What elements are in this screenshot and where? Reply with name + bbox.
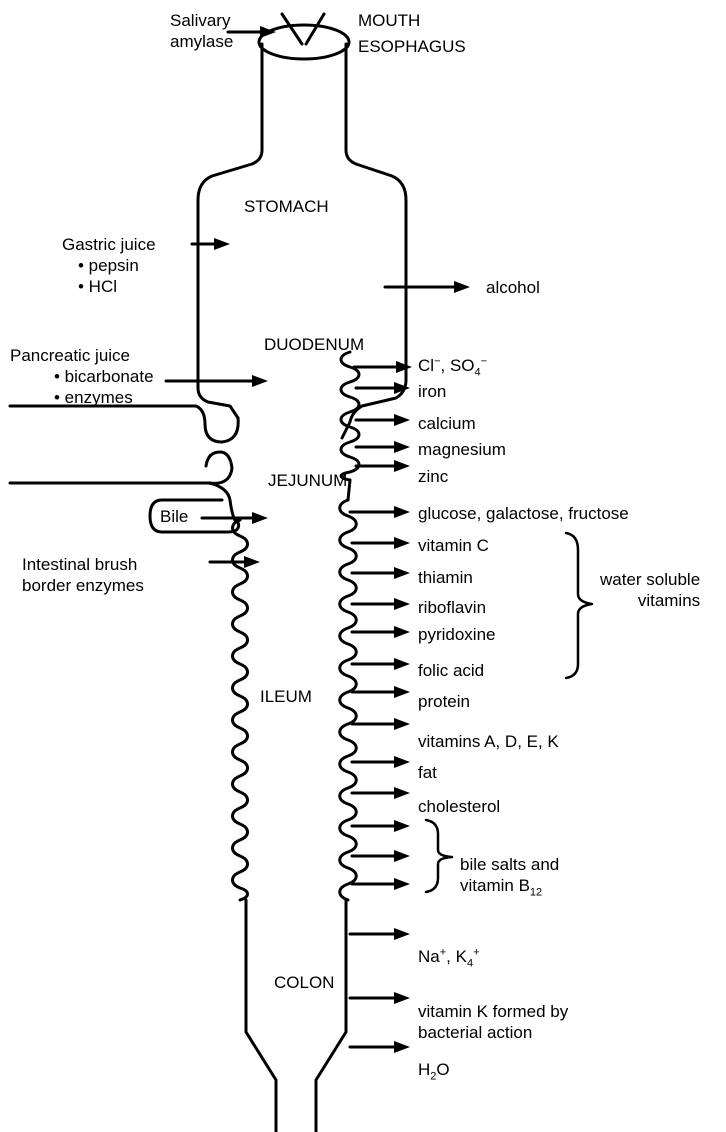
mouth-label: MOUTH bbox=[358, 11, 421, 30]
sugars-label: glucose, galactose, fructose bbox=[418, 504, 629, 523]
calcium-arrow-head bbox=[394, 414, 410, 426]
protein-label: protein bbox=[418, 692, 470, 711]
bile-salts-arrow-1-head bbox=[394, 820, 410, 832]
vitamins-adek-arrow-head bbox=[394, 718, 410, 730]
pancreas-outline bbox=[8, 404, 240, 485]
iron-label: iron bbox=[418, 382, 447, 401]
thiamin-arrow-head bbox=[394, 567, 410, 579]
pancreatic-juice-label: Pancreatic juice • bicarbonate • enzymes bbox=[10, 346, 154, 407]
vitamin-c-label: vitamin C bbox=[418, 536, 489, 555]
ileum-label: ILEUM bbox=[260, 687, 312, 706]
bile-label: Bile bbox=[160, 507, 189, 526]
colon-left-wall bbox=[244, 898, 278, 1132]
salivary-arrow-head bbox=[260, 26, 276, 38]
bile-salts-arrow-2-head bbox=[394, 850, 410, 862]
water-label: H2O bbox=[418, 1060, 450, 1083]
jejunum-label: JEJUNUM bbox=[268, 471, 348, 490]
brush-border-arrow-head bbox=[244, 556, 260, 568]
left-wall-wave bbox=[231, 518, 249, 902]
water-arrow-head bbox=[394, 1041, 410, 1053]
esophagus-stomach-outline-right bbox=[340, 42, 408, 440]
esophagus-label: ESOPHAGUS bbox=[358, 37, 466, 56]
fat-arrow-head bbox=[394, 756, 410, 768]
gastric-arrow-head bbox=[214, 238, 230, 250]
riboflavin-arrow-head bbox=[394, 598, 410, 610]
colon-right-wall bbox=[314, 898, 348, 1132]
folic-acid-label: folic acid bbox=[418, 661, 485, 680]
right-wall-wave-duodenum bbox=[339, 350, 361, 482]
calcium-label: calcium bbox=[418, 414, 476, 433]
arrows bbox=[164, 26, 470, 1053]
pyridoxine-label: pyridoxine bbox=[418, 625, 496, 644]
protein-arrow-head bbox=[394, 686, 410, 698]
gallbladder-outline bbox=[148, 498, 241, 534]
iron-arrow-head bbox=[394, 382, 410, 394]
stomach-label: STOMACH bbox=[244, 197, 329, 216]
thiamin-label: thiamin bbox=[418, 568, 473, 587]
cholesterol-label: cholesterol bbox=[418, 797, 501, 816]
esophagus-stomach-outline bbox=[196, 42, 264, 420]
vitamin-k-arrow-head bbox=[394, 992, 410, 1004]
vitamin-c-arrow-head bbox=[394, 537, 410, 549]
sugars-arrow-head bbox=[394, 506, 410, 518]
fat-soluble-vitamins-label: vitamins A, D, E, K bbox=[418, 732, 559, 751]
vitamin-k-label: vitamin K formed by bacterial action bbox=[418, 1002, 569, 1042]
pancreas-outline-lower bbox=[208, 481, 238, 524]
chloride-sulfate-label: Cl−, SO4− bbox=[418, 355, 488, 379]
bile-arrow-head bbox=[252, 512, 268, 524]
pyridoxine-arrow-head bbox=[394, 626, 410, 638]
riboflavin-label: riboflavin bbox=[418, 598, 487, 617]
chloride-arrow-head bbox=[396, 361, 412, 373]
magnesium-arrow-head bbox=[394, 441, 410, 453]
right-wall-join bbox=[346, 478, 352, 502]
sodium-arrow-head bbox=[394, 928, 410, 940]
folic-acid-arrow-head bbox=[394, 658, 410, 670]
water-soluble-label: water soluble vitamins bbox=[600, 570, 701, 610]
brush-border-label: Intestinal brush border enzymes bbox=[22, 555, 144, 595]
cholesterol-arrow-head bbox=[394, 787, 410, 799]
zinc-arrow-head bbox=[394, 460, 410, 472]
bile-salts-label: bile salts and vitamin B12 bbox=[460, 855, 560, 899]
right-wall-wave-jejunum-ileum bbox=[338, 498, 358, 902]
alcohol-arrow-head bbox=[454, 281, 470, 293]
magnesium-label: magnesium bbox=[418, 440, 506, 459]
alcohol-label: alcohol bbox=[486, 278, 540, 297]
colon-label: COLON bbox=[274, 973, 335, 992]
gastric-juice-label: Gastric juice • pepsin • HCl bbox=[62, 235, 156, 296]
sodium-potassium-label: Na+, K4+ bbox=[418, 946, 480, 970]
pancreatic-arrow-head bbox=[252, 375, 268, 387]
mouth-outline bbox=[257, 12, 351, 61]
fat-label: fat bbox=[418, 763, 437, 782]
intestine-left-wall bbox=[231, 518, 249, 902]
salivary-label: Salivary amylase bbox=[170, 11, 234, 51]
bile-salts-bracket bbox=[424, 818, 454, 894]
zinc-label: zinc bbox=[418, 467, 449, 486]
bile-salts-arrow-3-head bbox=[394, 878, 410, 890]
water-soluble-bracket bbox=[564, 531, 594, 680]
duodenum-label: DUODENUM bbox=[264, 335, 365, 354]
